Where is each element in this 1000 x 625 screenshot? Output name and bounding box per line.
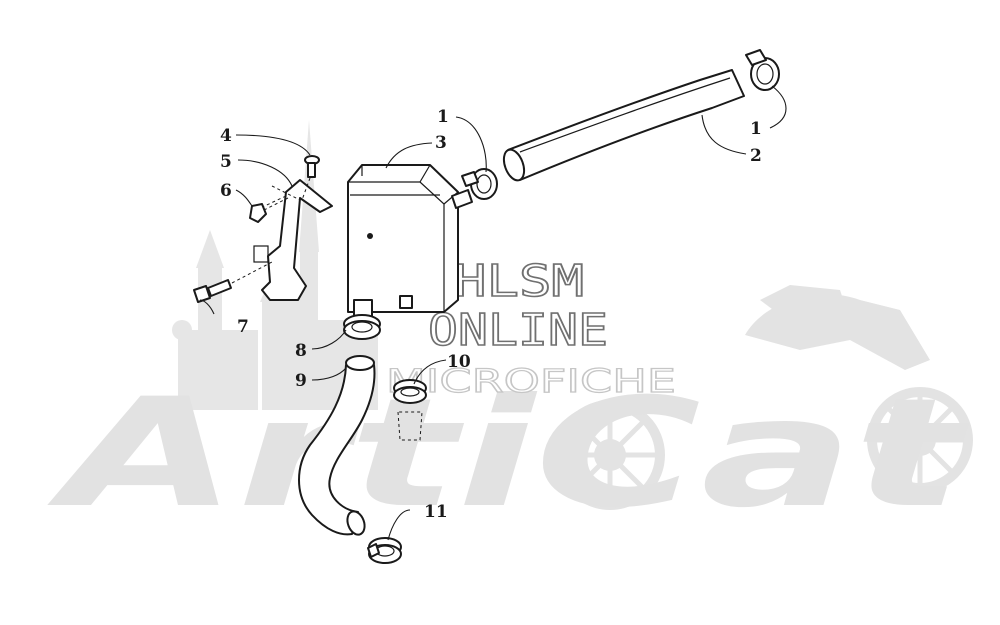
bottom-clamp <box>367 537 402 564</box>
nut <box>249 197 289 223</box>
watermark-line1: HLSM <box>454 256 584 307</box>
lower-bolt <box>193 261 273 303</box>
vapor-canister <box>347 164 473 319</box>
lower-clamp-left <box>343 314 381 340</box>
callout-1-left: 1 <box>437 107 449 127</box>
watermark: ArtiCat HLSM ONLINE MICROFICHE <box>47 120 973 541</box>
upper-hose-clamp-right <box>745 49 780 91</box>
callout-5: 5 <box>220 152 232 172</box>
callout-1-right: 1 <box>750 119 762 139</box>
leader-lines <box>199 85 787 541</box>
watermark-brand: ArtiCat <box>47 367 970 541</box>
mounting-bracket <box>253 179 333 301</box>
lower-clamp-right <box>393 379 427 441</box>
upper-hose-clamp-left <box>461 168 498 200</box>
callout-11: 11 <box>424 502 448 522</box>
callout-2: 2 <box>750 146 762 166</box>
callout-3: 3 <box>435 133 447 153</box>
watermark-line3: MICROFICHE <box>386 362 676 400</box>
upper-screw <box>301 155 320 201</box>
callout-7: 7 <box>237 317 249 337</box>
callout-4: 4 <box>220 126 232 146</box>
callouts: 1 3 1 2 4 5 6 7 8 9 10 11 <box>220 107 762 522</box>
callout-9: 9 <box>295 371 307 391</box>
lower-hose <box>298 355 376 536</box>
upper-hose <box>502 69 745 182</box>
callout-8: 8 <box>295 341 307 361</box>
callout-10: 10 <box>447 352 471 372</box>
callout-6: 6 <box>220 181 232 201</box>
watermark-line2: ONLINE <box>428 305 608 356</box>
motorcycle-silhouette <box>555 285 973 510</box>
